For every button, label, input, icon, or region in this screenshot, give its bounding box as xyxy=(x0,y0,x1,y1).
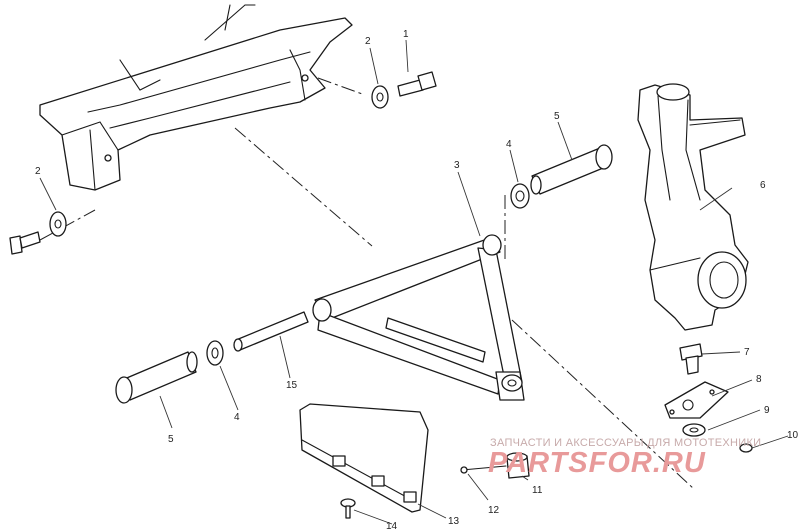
castle-nut xyxy=(506,452,530,479)
bushing-washer-upper xyxy=(510,183,530,209)
assembly-line-bolt-top xyxy=(317,77,366,96)
callout-6: 6 xyxy=(760,180,766,191)
bolt-left xyxy=(9,231,41,255)
assembly-line-bolt-left xyxy=(39,209,96,241)
callout-5-lower: 5 xyxy=(168,434,174,445)
callout-13: 13 xyxy=(448,516,460,527)
ball-joint-washer xyxy=(682,423,706,437)
assembly-line-arm xyxy=(511,319,696,491)
callout-11: 11 xyxy=(532,485,543,496)
assembly-line-frame xyxy=(234,127,373,247)
bushing-upper xyxy=(530,144,613,195)
callout-4-lower: 4 xyxy=(234,412,240,423)
callout-15: 15 xyxy=(286,380,298,391)
cotter-pin xyxy=(460,465,507,474)
bolt-upper xyxy=(397,71,437,97)
callout-5-upper: 5 xyxy=(554,111,560,122)
watermark-tagline: ЗАПЧАСТИ И АКСЕССУАРЫ ДЛЯ МОТОТЕХНИКИ xyxy=(490,437,762,449)
washer-left xyxy=(49,211,67,237)
ball-joint-stud xyxy=(679,343,703,375)
callout-4-upper: 4 xyxy=(506,139,512,150)
callout-14: 14 xyxy=(386,521,398,531)
callout-7: 7 xyxy=(744,347,750,358)
arm-tube xyxy=(233,311,309,352)
a-arm xyxy=(312,234,525,401)
skid-plate xyxy=(299,403,429,513)
watermark-logo: PARTSFOR.RU xyxy=(488,447,706,479)
ball-joint-plate xyxy=(664,381,729,419)
bushing-washer-lower xyxy=(206,340,224,366)
screw xyxy=(340,498,356,519)
callout-2-upper: 2 xyxy=(365,36,371,47)
callout-2-left: 2 xyxy=(35,166,41,177)
callout-3: 3 xyxy=(454,160,460,171)
callout-9: 9 xyxy=(764,405,770,416)
washer-upper xyxy=(371,85,389,109)
callout-10: 10 xyxy=(787,430,799,441)
frame-member xyxy=(39,4,353,191)
callout-1: 1 xyxy=(403,29,409,40)
callout-12: 12 xyxy=(488,505,500,516)
spindle-knuckle xyxy=(637,83,749,331)
callout-8: 8 xyxy=(756,374,762,385)
bushing-lower xyxy=(115,351,198,404)
